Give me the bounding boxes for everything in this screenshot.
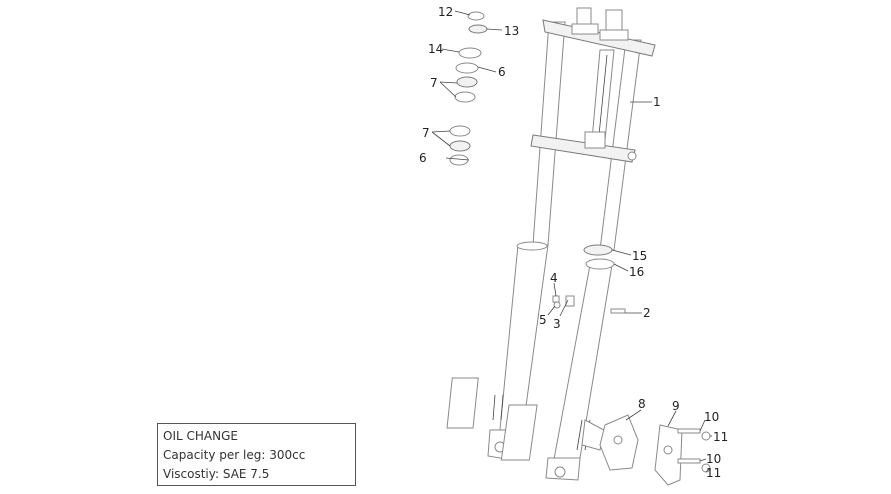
callout-13: 13 <box>504 24 519 38</box>
callout-9: 9 <box>672 399 680 413</box>
steering-bearing-parts <box>449 11 488 166</box>
callout-11-upper: 11 <box>713 430 728 444</box>
fork-assembly <box>446 7 656 481</box>
bracket-8-hole <box>613 435 623 445</box>
part-7-bearing-b1 <box>449 125 471 137</box>
part-7-bearing-b2 <box>449 140 471 152</box>
left-seal <box>516 241 548 251</box>
callout-5: 5 <box>539 313 547 327</box>
part-4-nut <box>552 295 560 303</box>
bottom-yoke-boss <box>584 131 606 149</box>
part-6-ring-upper <box>455 62 479 74</box>
part-7-bearing-a2 <box>454 91 476 103</box>
yoke-clamp-right <box>599 29 629 41</box>
caliper-mount <box>581 419 605 451</box>
callout-7-upper: 7 <box>430 76 438 90</box>
part-12-cap <box>467 11 485 21</box>
callout-11-lower: 11 <box>706 466 721 480</box>
part-5-washer <box>553 301 561 309</box>
right-stanchion <box>599 39 642 251</box>
left-axle-lug <box>446 377 479 429</box>
callout-10-lower: 10 <box>706 452 721 466</box>
callout-1: 1 <box>653 95 661 109</box>
info-box-capacity: Capacity per leg: 300cc <box>163 448 306 462</box>
callout-labels: 1 2 3 4 5 6 6 7 7 8 9 10 10 11 11 12 13 … <box>419 5 728 480</box>
right-axle-lug <box>500 404 538 461</box>
part-11-washer-upper <box>701 431 711 441</box>
callout-12: 12 <box>438 5 453 19</box>
part-16-oil-seal <box>585 258 615 270</box>
part-2-bolt <box>610 308 626 314</box>
callout-14: 14 <box>428 42 443 56</box>
part-7-bearing-a1 <box>456 76 478 88</box>
callout-7-lower: 7 <box>422 126 430 140</box>
part-9-bracket <box>654 424 683 486</box>
callout-6-lower: 6 <box>419 151 427 165</box>
callout-15: 15 <box>632 249 647 263</box>
callout-4: 4 <box>550 271 558 285</box>
part-3-clamp <box>565 295 575 307</box>
callout-2: 2 <box>643 306 651 320</box>
left-stanchion <box>532 21 566 246</box>
info-box-viscosity: Viscostiy: SAE 7.5 <box>163 467 270 481</box>
right-axle-hole <box>554 466 566 478</box>
callout-8: 8 <box>638 397 646 411</box>
part-15-dust-seal <box>583 244 613 256</box>
leader-lines <box>431 10 712 473</box>
yoke-bolt <box>627 151 637 161</box>
callout-3: 3 <box>553 317 561 331</box>
info-box-title: OIL CHANGE <box>163 429 238 443</box>
bracket-9-hole <box>663 445 673 455</box>
part-13-nut <box>468 24 488 34</box>
part-10-bolt-lower <box>677 458 701 464</box>
oil-change-info-box: OIL CHANGE Capacity per leg: 300cc Visco… <box>157 423 356 486</box>
callout-16: 16 <box>629 265 644 279</box>
callout-6-upper: 6 <box>498 65 506 79</box>
part-14-washer <box>458 47 482 59</box>
yoke-clamp-left <box>571 23 599 35</box>
callout-10-upper: 10 <box>704 410 719 424</box>
part-10-bolt-upper <box>677 428 701 434</box>
